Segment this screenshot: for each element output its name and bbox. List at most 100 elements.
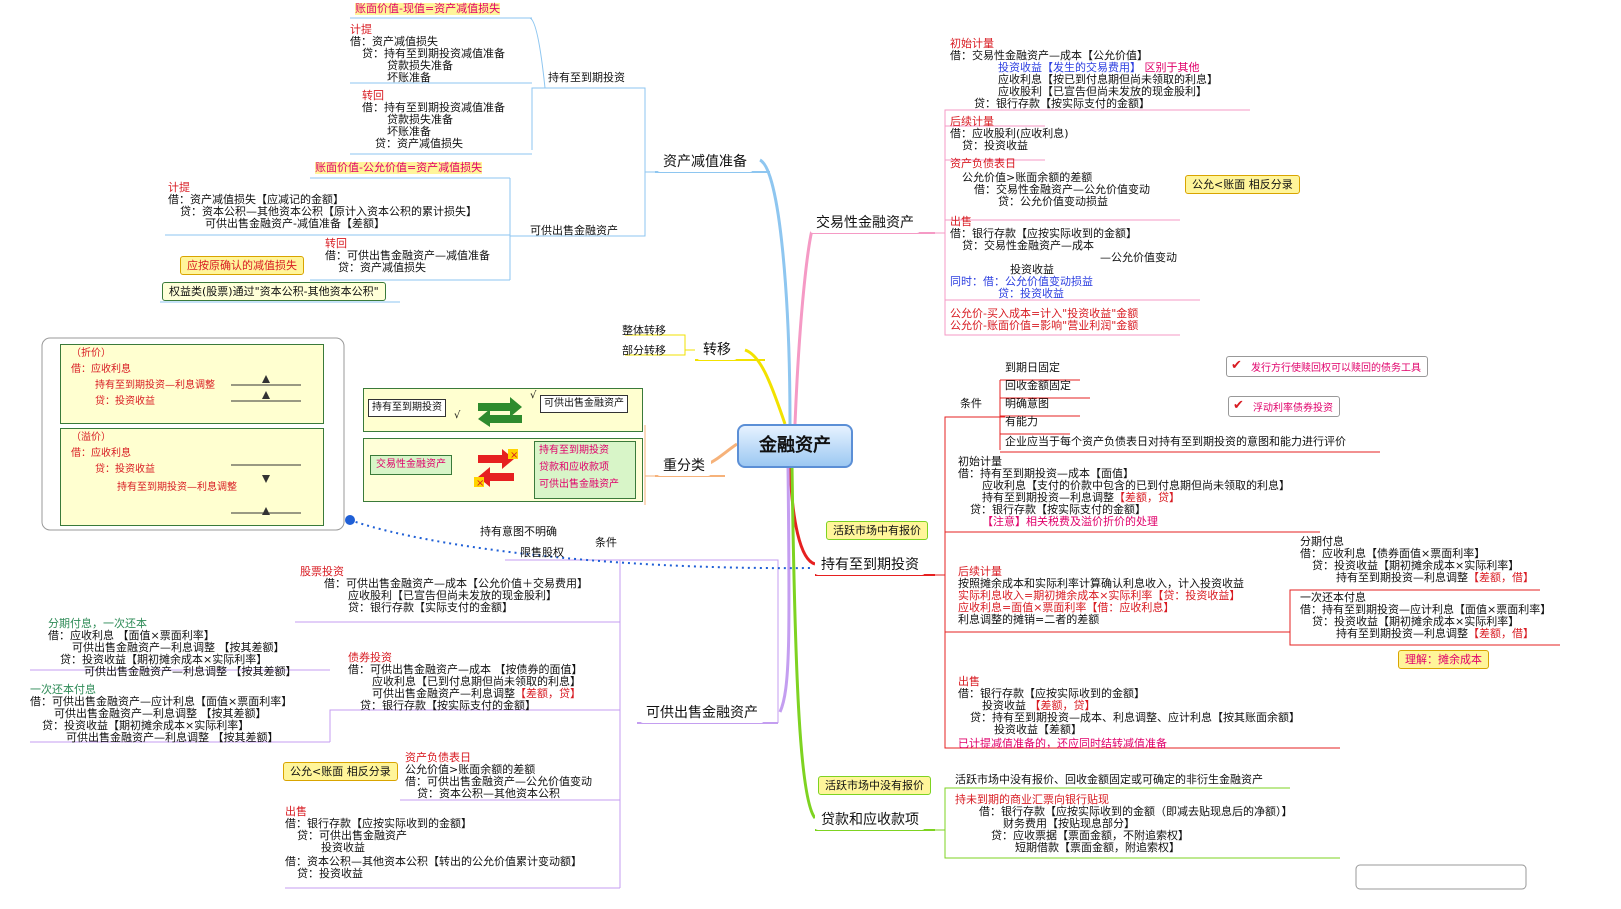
afs-bond-title: 债券投资: [348, 651, 392, 664]
htm-subsequent-title: 后续计量: [958, 565, 1002, 578]
trading-sale-line: 投资收益: [1010, 263, 1054, 276]
htm-understand-note: 理解：摊余成本: [1398, 650, 1489, 669]
reclass-blocked-arrows-icon: × ×: [474, 449, 518, 489]
htm-tag-floating: ✔浮动利率债券投资: [1228, 396, 1340, 417]
htm-initial-title: 初始计量: [958, 455, 1002, 468]
afs-periodic-line: 贷：投资收益【期初摊余成本×实际利率】: [60, 653, 268, 666]
htm-sale-title: 出售: [958, 675, 980, 688]
branch-loans[interactable]: 贷款和应收款项: [815, 810, 925, 830]
reclass-right-htm: 持有至到期投资: [539, 445, 609, 456]
afs-bond-line: 贷：银行存款【按实际支付的金额】: [360, 699, 536, 712]
htm-sale-line: 借：银行存款【应按实际收到的金额】: [958, 687, 1145, 700]
impairment-afs-accrue-line: 借：资产减值损失【应减记的金额】: [168, 193, 344, 206]
reclass-trading: 交易性金融资产: [370, 455, 452, 475]
reclass-right-afs: 可供出售金融资产: [539, 479, 619, 490]
impairment-afs-accrue-line: 可供出售金融资产-减值准备【差额】: [205, 217, 385, 230]
impairment-htm-accrue-line: 坏账准备: [387, 71, 431, 84]
htm-active-tag: 活跃市场中有报价: [826, 521, 928, 540]
htm-initial-line: 持有至到期投资—利息调整【差额，贷】: [982, 491, 1180, 504]
trading-bsdate-line: 公允价值>账面余额的差额: [962, 171, 1093, 184]
afs-bond-line: 应收利息【已到付息期但尚未领取的利息】: [372, 675, 581, 688]
trading-subsequent-title: 后续计量: [950, 115, 994, 128]
trading-sale-title: 出售: [950, 215, 972, 228]
leftbox-discount-line: 贷：投资收益: [95, 396, 155, 407]
htm-subsequent-line: 利息调整的摊销=二者的差额: [958, 613, 1100, 626]
loans-bill-title: 持未到期的商业汇票向银行贴现: [955, 793, 1109, 806]
afs-periodic-line: 可供出售金融资产—利息调整 【按其差额】: [72, 641, 285, 654]
trading-formula-invest: 公允价-买入成本=计入"投资收益"金额: [950, 307, 1139, 320]
branch-transfer[interactable]: 转移: [697, 340, 737, 360]
leftbox-discount-title: （折价）: [71, 348, 111, 359]
impairment-htm-reverse-line: 坏账准备: [387, 125, 431, 138]
htm-lump-line: 贷：投资收益【期初摊余成本×实际利率】: [1312, 615, 1520, 628]
reclass-box-bottom: 交易性金融资产 × × 持有至到期投资 贷款和应收款项 可供出售金融资产: [363, 438, 643, 502]
impairment-htm-accrue-title: 计提: [350, 23, 372, 36]
leftbox-premium-title: （溢价）: [71, 432, 111, 443]
afs-periodic-title: 分期付息，一次还本: [48, 617, 147, 630]
trading-subsequent-line: 贷：投资收益: [962, 139, 1028, 152]
transfer-whole: 整体转移: [622, 324, 666, 337]
leftbox-premium-line: 贷：投资收益: [95, 464, 155, 475]
reclass-arrows-icon: [478, 397, 522, 427]
htm-condition-item: 企业应当于每个资产负债表日对持有至到期投资的意图和能力进行评价: [1005, 435, 1346, 448]
trading-subsequent-line: 借：应收股利(应收利息): [950, 127, 1069, 140]
htm-subsequent-line: 应收利息=面值×票面利率【借：应收利息】: [958, 601, 1175, 614]
htm-lump-title: 一次还本付息: [1300, 591, 1366, 604]
htm-condition-label: 条件: [960, 397, 982, 410]
afs-sale-line: 贷：投资收益: [297, 867, 363, 880]
afs-lump-line: 可供出售金融资产—利息调整 【按其差额】: [66, 731, 279, 744]
reclass-afs: 可供出售金融资产: [540, 395, 628, 413]
branch-impairment[interactable]: 资产减值准备: [657, 152, 753, 172]
afs-stock-line: 借：可供出售金融资产—成本【公允价值＋交易费用】: [324, 577, 588, 590]
htm-lump-line: 持有至到期投资—利息调整【差额，借】: [1336, 627, 1534, 640]
afs-lump-title: 一次还本付息: [30, 683, 96, 696]
trading-sale-line: —公允价值变动: [1100, 251, 1177, 264]
branch-trading[interactable]: 交易性金融资产: [810, 213, 920, 233]
reclass-right-loans: 贷款和应收款项: [539, 462, 609, 473]
transfer-partial: 部分转移: [622, 344, 666, 357]
htm-periodic-title: 分期付息: [1300, 535, 1344, 548]
afs-condition-label: 条件: [595, 536, 617, 549]
afs-sale-line: 贷：可供出售金融资产: [297, 829, 407, 842]
afs-periodic-line: 借：应收利息 【面值×票面利率】: [48, 629, 215, 642]
branch-afs[interactable]: 可供出售金融资产: [640, 703, 764, 723]
impairment-note-original: 应按原确认的减值损失: [180, 256, 304, 275]
leftbox-discount-line: 借：应收利息: [71, 364, 131, 375]
impairment-htm-reverse-title: 转回: [362, 89, 384, 102]
trading-initial-line: 投资收益【发生的交易费用】 区别于其他: [998, 61, 1200, 74]
trading-initial-line: 贷：银行存款【按实际支付的金额】: [974, 97, 1150, 110]
trading-initial-line: 借：交易性金融资产—成本【公允价值】: [950, 49, 1148, 62]
loans-bill-line: 短期借款【票面金额，附追索权】: [1015, 841, 1180, 854]
check-icon: ✔: [1233, 398, 1244, 413]
trading-sale-line: 贷：交易性金融资产—成本: [962, 239, 1094, 252]
htm-lump-line: 借：持有至到期投资—应计利息【面值×票面利率】: [1300, 603, 1552, 616]
impairment-afs-label: 可供出售金融资产: [530, 224, 618, 237]
afs-sale-line: 投资收益: [321, 841, 365, 854]
afs-bsdate-title: 资产负债表日: [405, 751, 471, 764]
afs-bsdate-note: 公允<账面 相反分录: [283, 762, 398, 781]
branch-htm[interactable]: 持有至到期投资: [815, 555, 925, 575]
center-topic[interactable]: 金融资产: [737, 424, 853, 468]
trading-bsdate-line: 贷：公允价值变动损益: [998, 195, 1108, 208]
reclass-check-a: √: [454, 410, 461, 421]
impairment-htm-reverse-line: 贷：资产减值损失: [375, 137, 463, 150]
check-icon: ✔: [1231, 358, 1242, 373]
impairment-htm-formula: 账面价值-现值=资产减值损失: [355, 2, 501, 15]
trading-sale-line: 同时：借：公允价值变动损益: [950, 275, 1093, 288]
reclass-htm: 持有至到期投资: [368, 399, 446, 417]
htm-condition-item: 到期日固定: [1005, 361, 1060, 374]
branch-reclass[interactable]: 重分类: [657, 456, 711, 476]
impairment-htm-label: 持有至到期投资: [548, 71, 625, 84]
htm-condition-item: 明确意图: [1005, 397, 1049, 410]
loans-bill-line: 借：银行存款【应按实际收到的金额（即减去贴现息后的净额）】: [979, 805, 1293, 818]
afs-lump-line: 可供出售金融资产—利息调整 【按其差额】: [54, 707, 267, 720]
impairment-afs-reverse-line: 借：可供出售金融资产—减值准备: [325, 249, 490, 262]
leftbox-discount: （折价） 借：应收利息 持有至到期投资—利息调整 贷：投资收益: [60, 344, 324, 424]
trading-initial-line: 应收利息【按已到付息期但尚未领取的利息】: [998, 73, 1218, 86]
leftbox-premium-line: 借：应收利息: [71, 448, 131, 459]
htm-condition-item: 有能力: [1005, 415, 1038, 428]
reclass-check-b: √: [530, 390, 537, 401]
afs-lump-line: 贷：投资收益【期初摊余成本×实际利率】: [42, 719, 250, 732]
reclass-right-group: 持有至到期投资 贷款和应收款项 可供出售金融资产: [534, 441, 636, 499]
leftbox-premium-line: 持有至到期投资—利息调整: [117, 482, 237, 493]
